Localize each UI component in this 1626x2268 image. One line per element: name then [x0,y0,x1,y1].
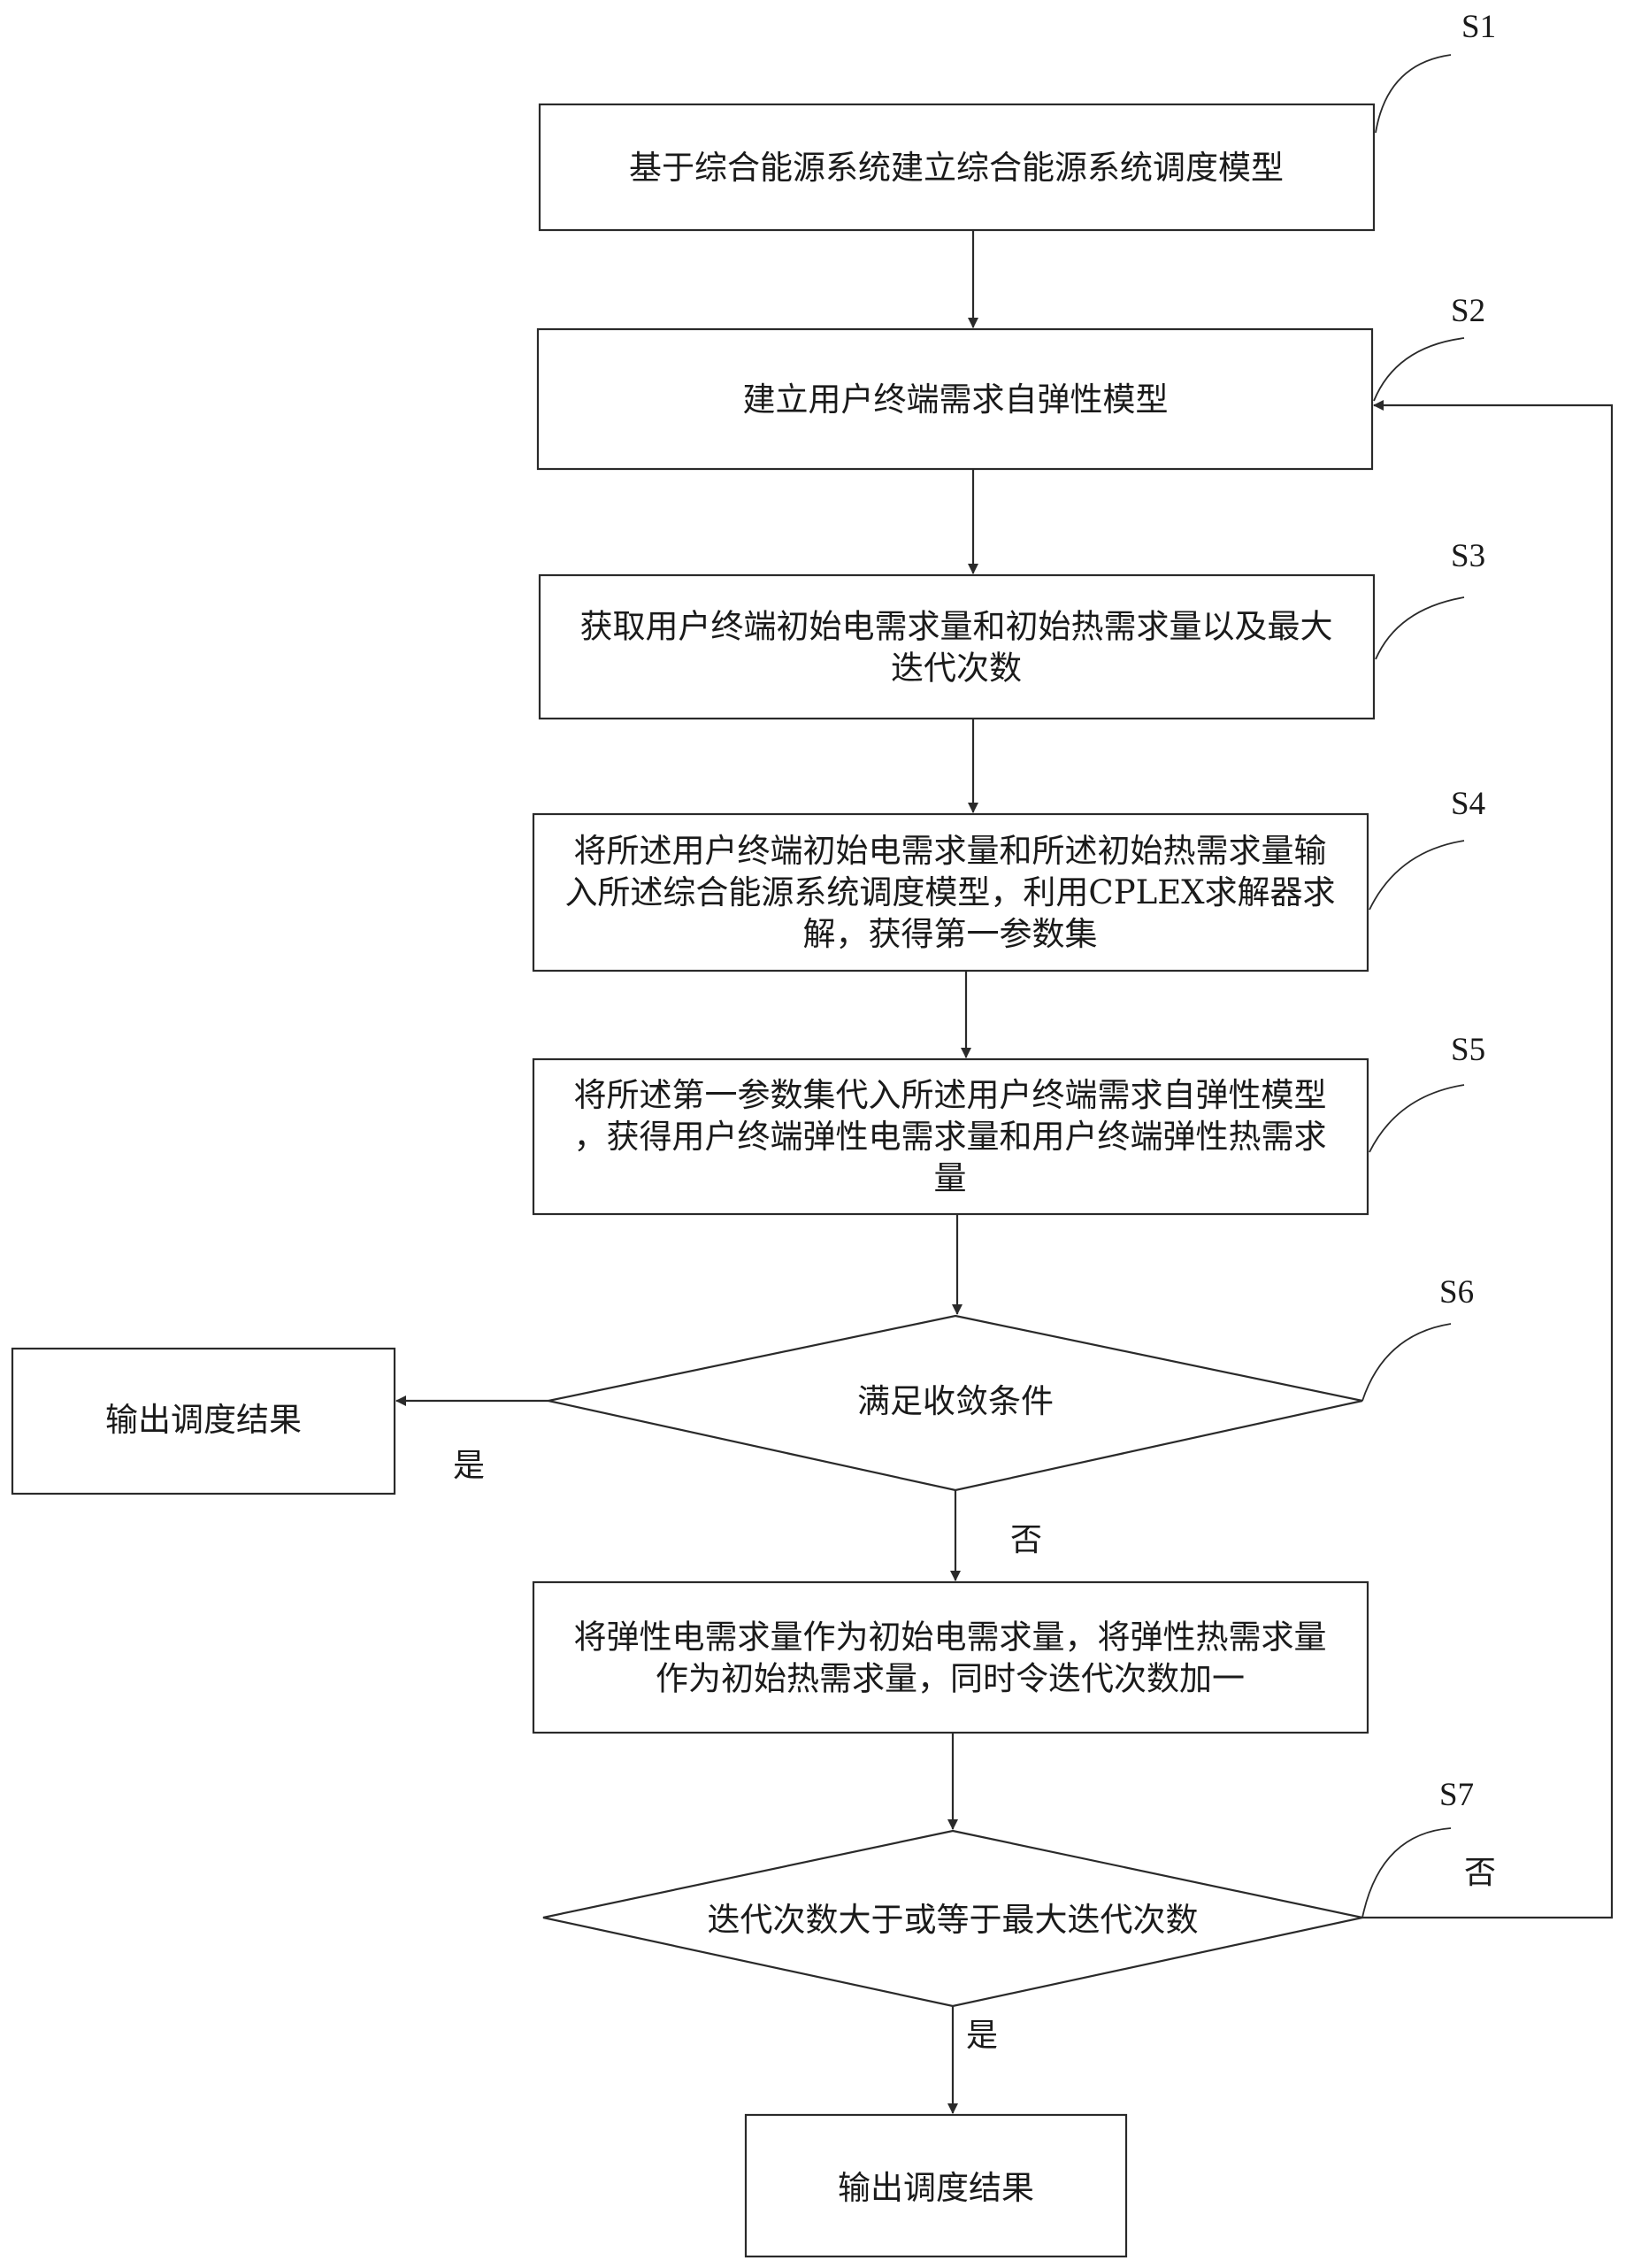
step-label-s3: S3 [1451,538,1485,574]
branch-label-s6-no: 否 [1010,1522,1042,1558]
step-label-s4: S4 [1451,786,1485,822]
output-left-text: 输出调度结果 [105,1401,302,1439]
text-line: 满足收敛条件 [857,1382,1054,1420]
lead-s1 [1375,54,1452,134]
output-box-left [11,1347,396,1495]
lead-s7 [1361,1827,1452,1918]
text-line: 将所述第一参数集代入所述用户终端需求自弹性模型 [574,1076,1327,1114]
text-line: 建立用户终端需求自弹性模型 [743,381,1169,419]
text-line: 作为初始热需求量，同时令迭代次数加一 [656,1660,1245,1698]
decision-s6-text: 满足收敛条件 [857,1382,1054,1420]
step-s3-box [538,573,1376,720]
text-line: 迭代次数 [891,650,1022,688]
step-s7-box [532,1580,1369,1734]
text-line: 将所述用户终端初始电需求量和所述初始热需求量输 [574,832,1327,870]
text-line: 获取用户终端初始电需求量和初始热需求量以及最大 [580,608,1333,646]
step-label-s5: S5 [1451,1032,1485,1068]
text-line: ，获得用户终端弹性电需求量和用户终端弹性热需求 [574,1118,1327,1156]
branch-label-s6-yes: 是 [453,1448,485,1484]
step-s7-text: 将弹性电需求量作为初始电需求量，将弹性热需求量作为初始热需求量，同时令迭代次数加… [574,1618,1327,1698]
text-line: 基于综合能源系统建立综合能源系统调度模型 [629,149,1284,187]
branch-label-s7-no: 否 [1464,1855,1496,1891]
text-line: 入所述综合能源系统调度模型，利用CPLEX求解器求 [564,873,1335,911]
step-s1-text: 基于综合能源系统建立综合能源系统调度模型 [629,149,1284,187]
text-line: 输出调度结果 [838,2169,1034,2207]
step-label-s2: S2 [1451,293,1485,329]
step-s3-text: 获取用户终端初始电需求量和初始热需求量以及最大迭代次数 [580,608,1333,688]
step-s5-box [532,1057,1369,1216]
step-label-s6: S6 [1439,1274,1474,1311]
output-box-bottom [744,2113,1128,2258]
output-bottom-text: 输出调度结果 [838,2169,1034,2207]
step-s5-text: 将所述第一参数集代入所述用户终端需求自弹性模型 ，获得用户终端弹性电需求量和用户终… [574,1076,1327,1197]
step-s2-box [536,327,1374,471]
step-s1-box [538,103,1376,232]
step-s2-text: 建立用户终端需求自弹性模型 [743,381,1169,419]
step-label-s7: S7 [1439,1777,1474,1813]
branch-label-s7-yes: 是 [966,2018,998,2054]
edge-s7-no-loop [1362,400,1614,1919]
lead-s3 [1375,596,1465,660]
text-line: 输出调度结果 [105,1401,302,1439]
decision-s7-text: 迭代次数大于或等于最大迭代次数 [708,1901,1199,1939]
lead-s6 [1361,1323,1452,1402]
text-line: 量 [934,1159,967,1197]
lead-s4 [1369,840,1465,911]
step-label-s1: S1 [1461,9,1496,45]
text-line: 将弹性电需求量作为初始电需求量，将弹性热需求量 [574,1618,1327,1657]
step-s4-text: 将所述用户终端初始电需求量和所述初始热需求量输入所述综合能源系统调度模型，利用C… [564,832,1335,953]
text-line: 迭代次数大于或等于最大迭代次数 [708,1901,1199,1939]
lead-s5 [1369,1084,1465,1153]
step-s4-box [532,812,1369,973]
text-line: 解，获得第一参数集 [803,915,1098,953]
lead-s2 [1373,337,1465,402]
